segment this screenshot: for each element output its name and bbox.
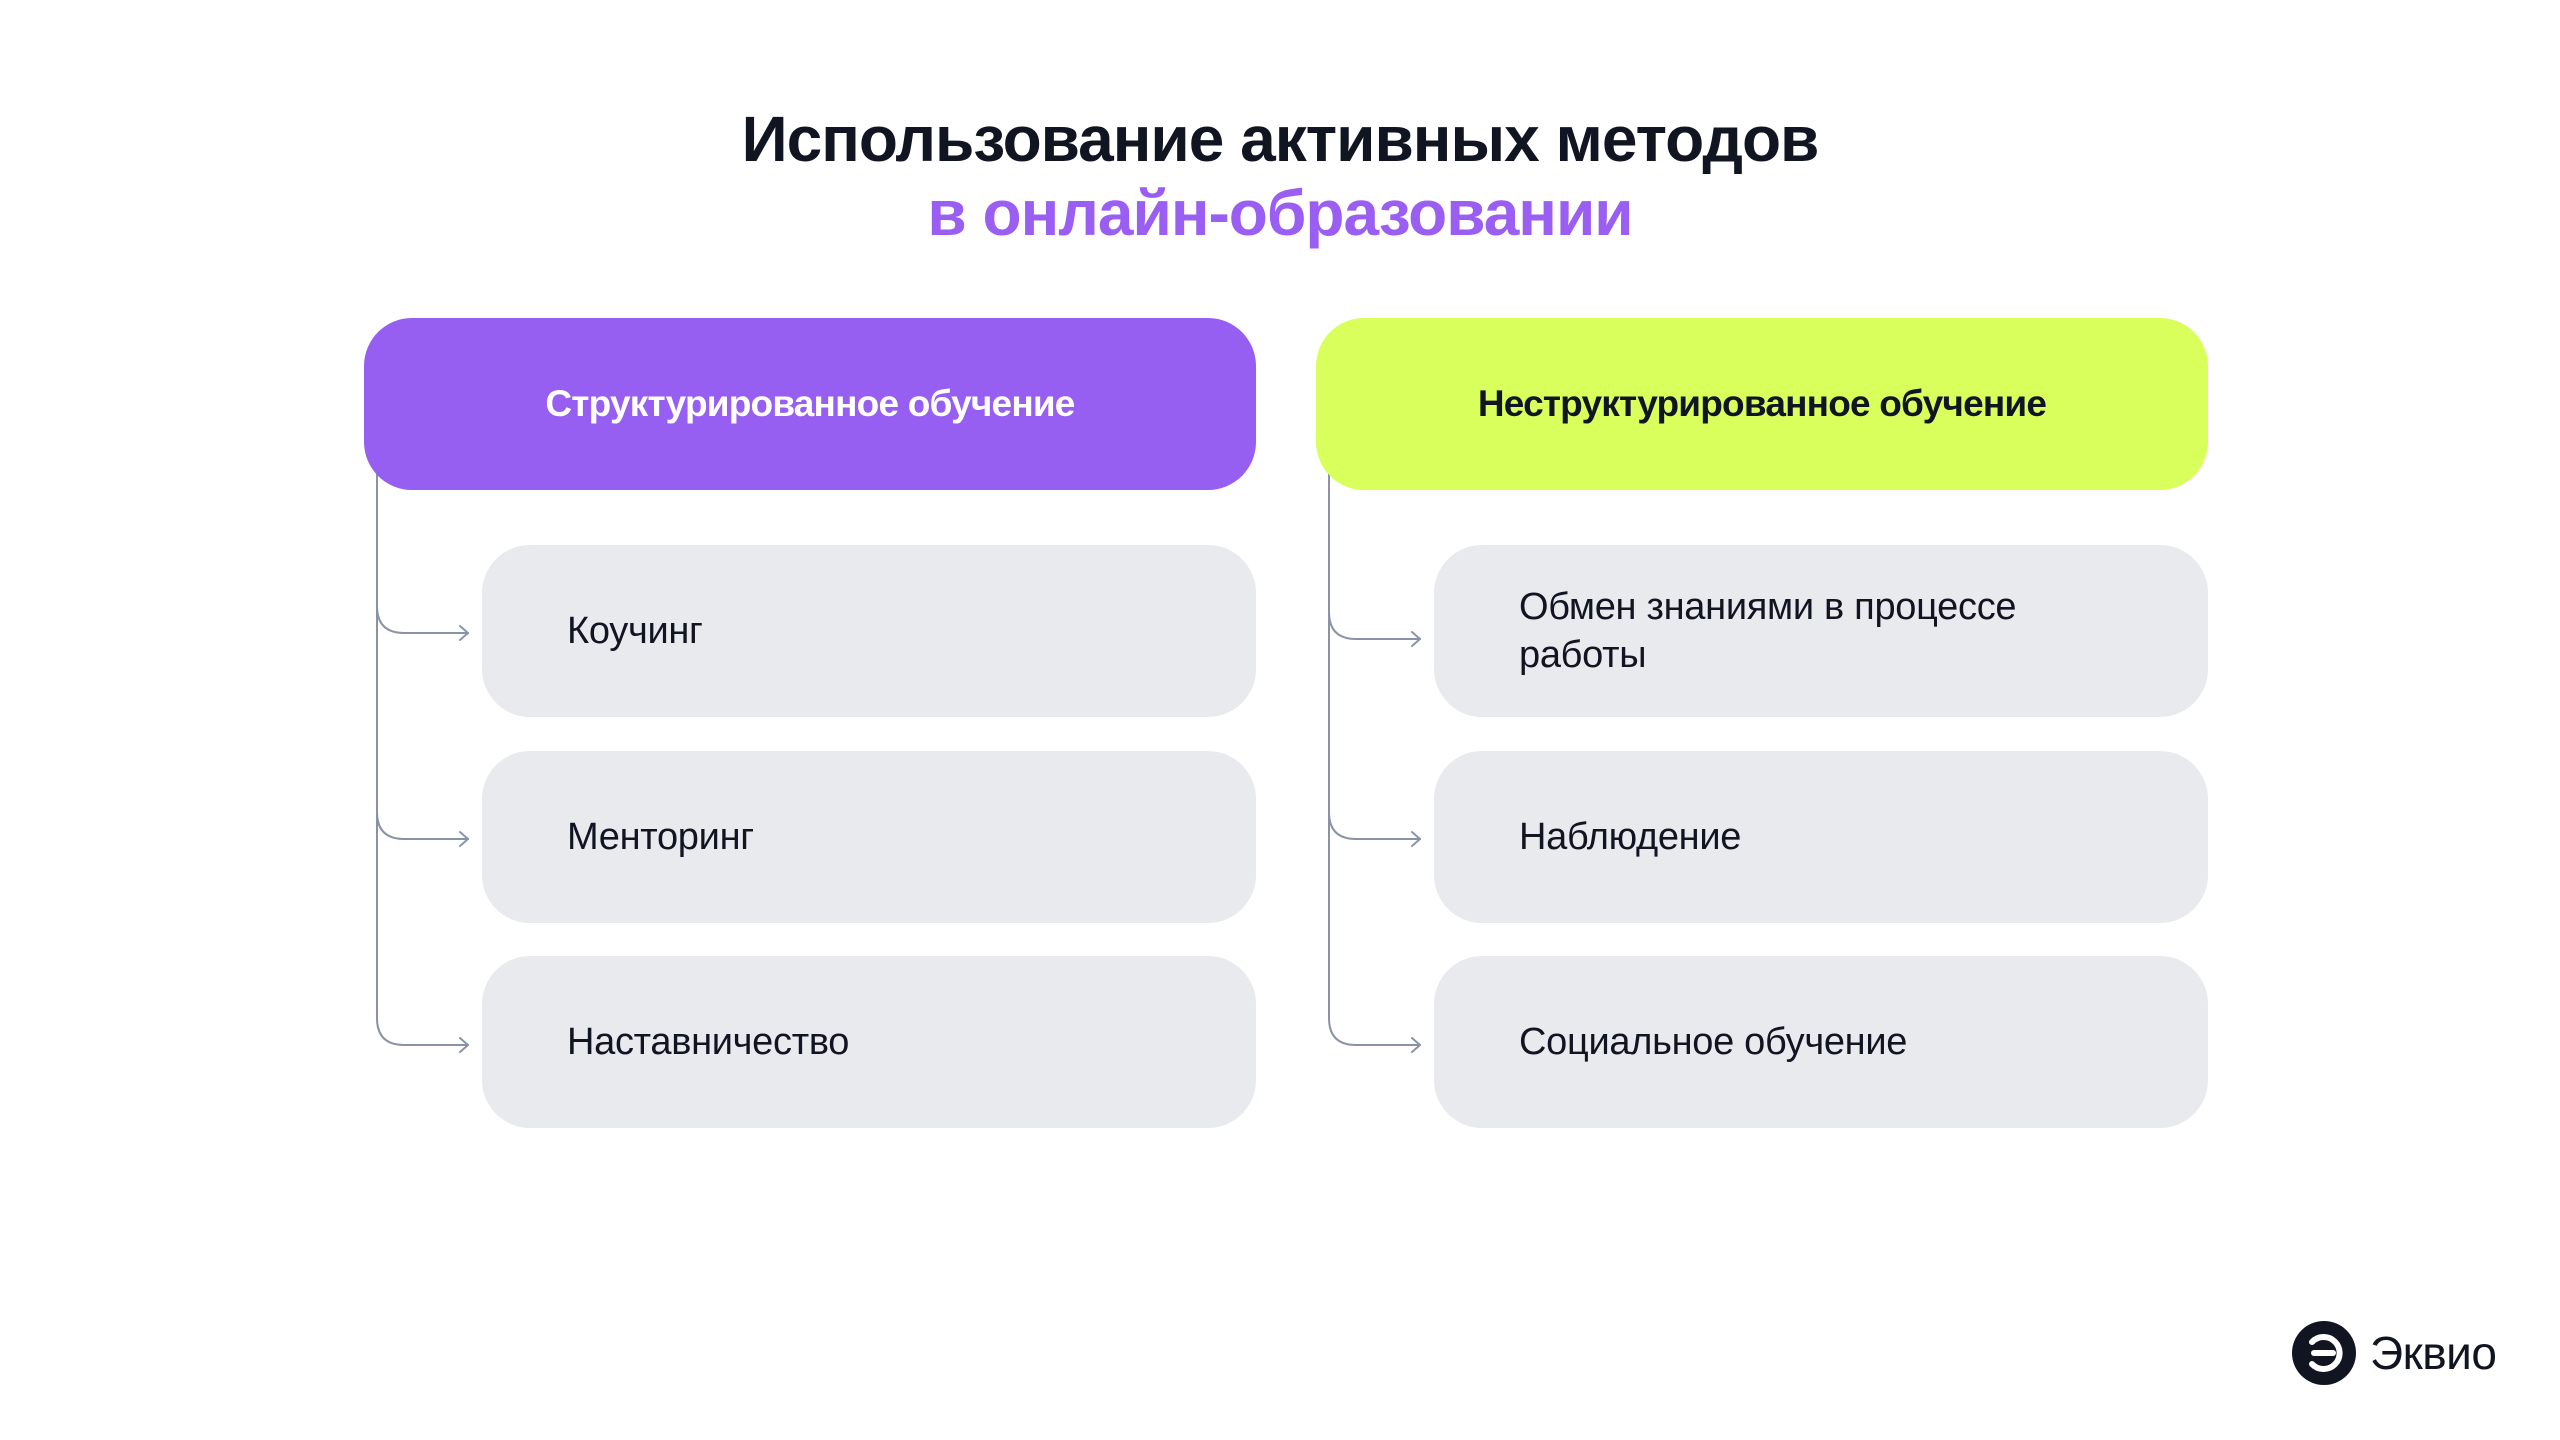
method-card-label: Наблюдение: [1519, 816, 1742, 858]
right-arrowhead-1: [1411, 631, 1421, 647]
right-arrowhead-3: [1411, 1037, 1421, 1053]
method-card-social-learning: Социальное обучение: [1434, 956, 2208, 1128]
left-connector-trunk: [376, 469, 405, 1046]
unstructured-learning-header-label: Неструктурированное обучение: [1477, 383, 2047, 424]
method-card-label: Наставничество: [567, 1021, 850, 1063]
method-card-label: Обмен знаниями в процессе работы: [1519, 586, 2017, 676]
method-card-tutoring: Наставничество: [482, 956, 1256, 1128]
left-arrowhead-3: [459, 1037, 469, 1053]
left-arrowhead-1: [459, 625, 469, 641]
left-connector-branch-2: [376, 811, 469, 840]
slide-subtitle: в онлайн-образовании: [927, 177, 1633, 249]
ekvio-logo-icon: [2292, 1321, 2356, 1385]
right-connector-branch-2: [1328, 811, 1421, 840]
brand-name: Эквио: [2370, 1327, 2497, 1379]
left-connector-branch-1: [376, 605, 469, 634]
method-card-label: Коучинг: [567, 610, 703, 652]
method-card-label: Социальное обучение: [1519, 1021, 1908, 1063]
structured-learning-header-label: Структурированное обучение: [545, 383, 1075, 424]
method-card-label: Менторинг: [567, 816, 754, 858]
unstructured-learning-header: Неструктурированное обучение: [1316, 318, 2208, 490]
method-card-mentoring: Менторинг: [482, 751, 1256, 923]
brand-logo: Эквио: [2292, 1321, 2497, 1385]
right-connector-trunk: [1328, 469, 1357, 1046]
left-arrowhead-2: [459, 831, 469, 847]
method-card-knowledge-sharing: Обмен знаниями в процессе работы: [1434, 545, 2208, 717]
structured-learning-header: Структурированное обучение: [364, 318, 1256, 490]
slide-title: Использование активных методов: [741, 103, 1820, 175]
right-arrowhead-2: [1411, 831, 1421, 847]
right-connector-branch-1: [1328, 611, 1421, 640]
method-card-coaching: Коучинг: [482, 545, 1256, 717]
method-card-observation: Наблюдение: [1434, 751, 2208, 923]
